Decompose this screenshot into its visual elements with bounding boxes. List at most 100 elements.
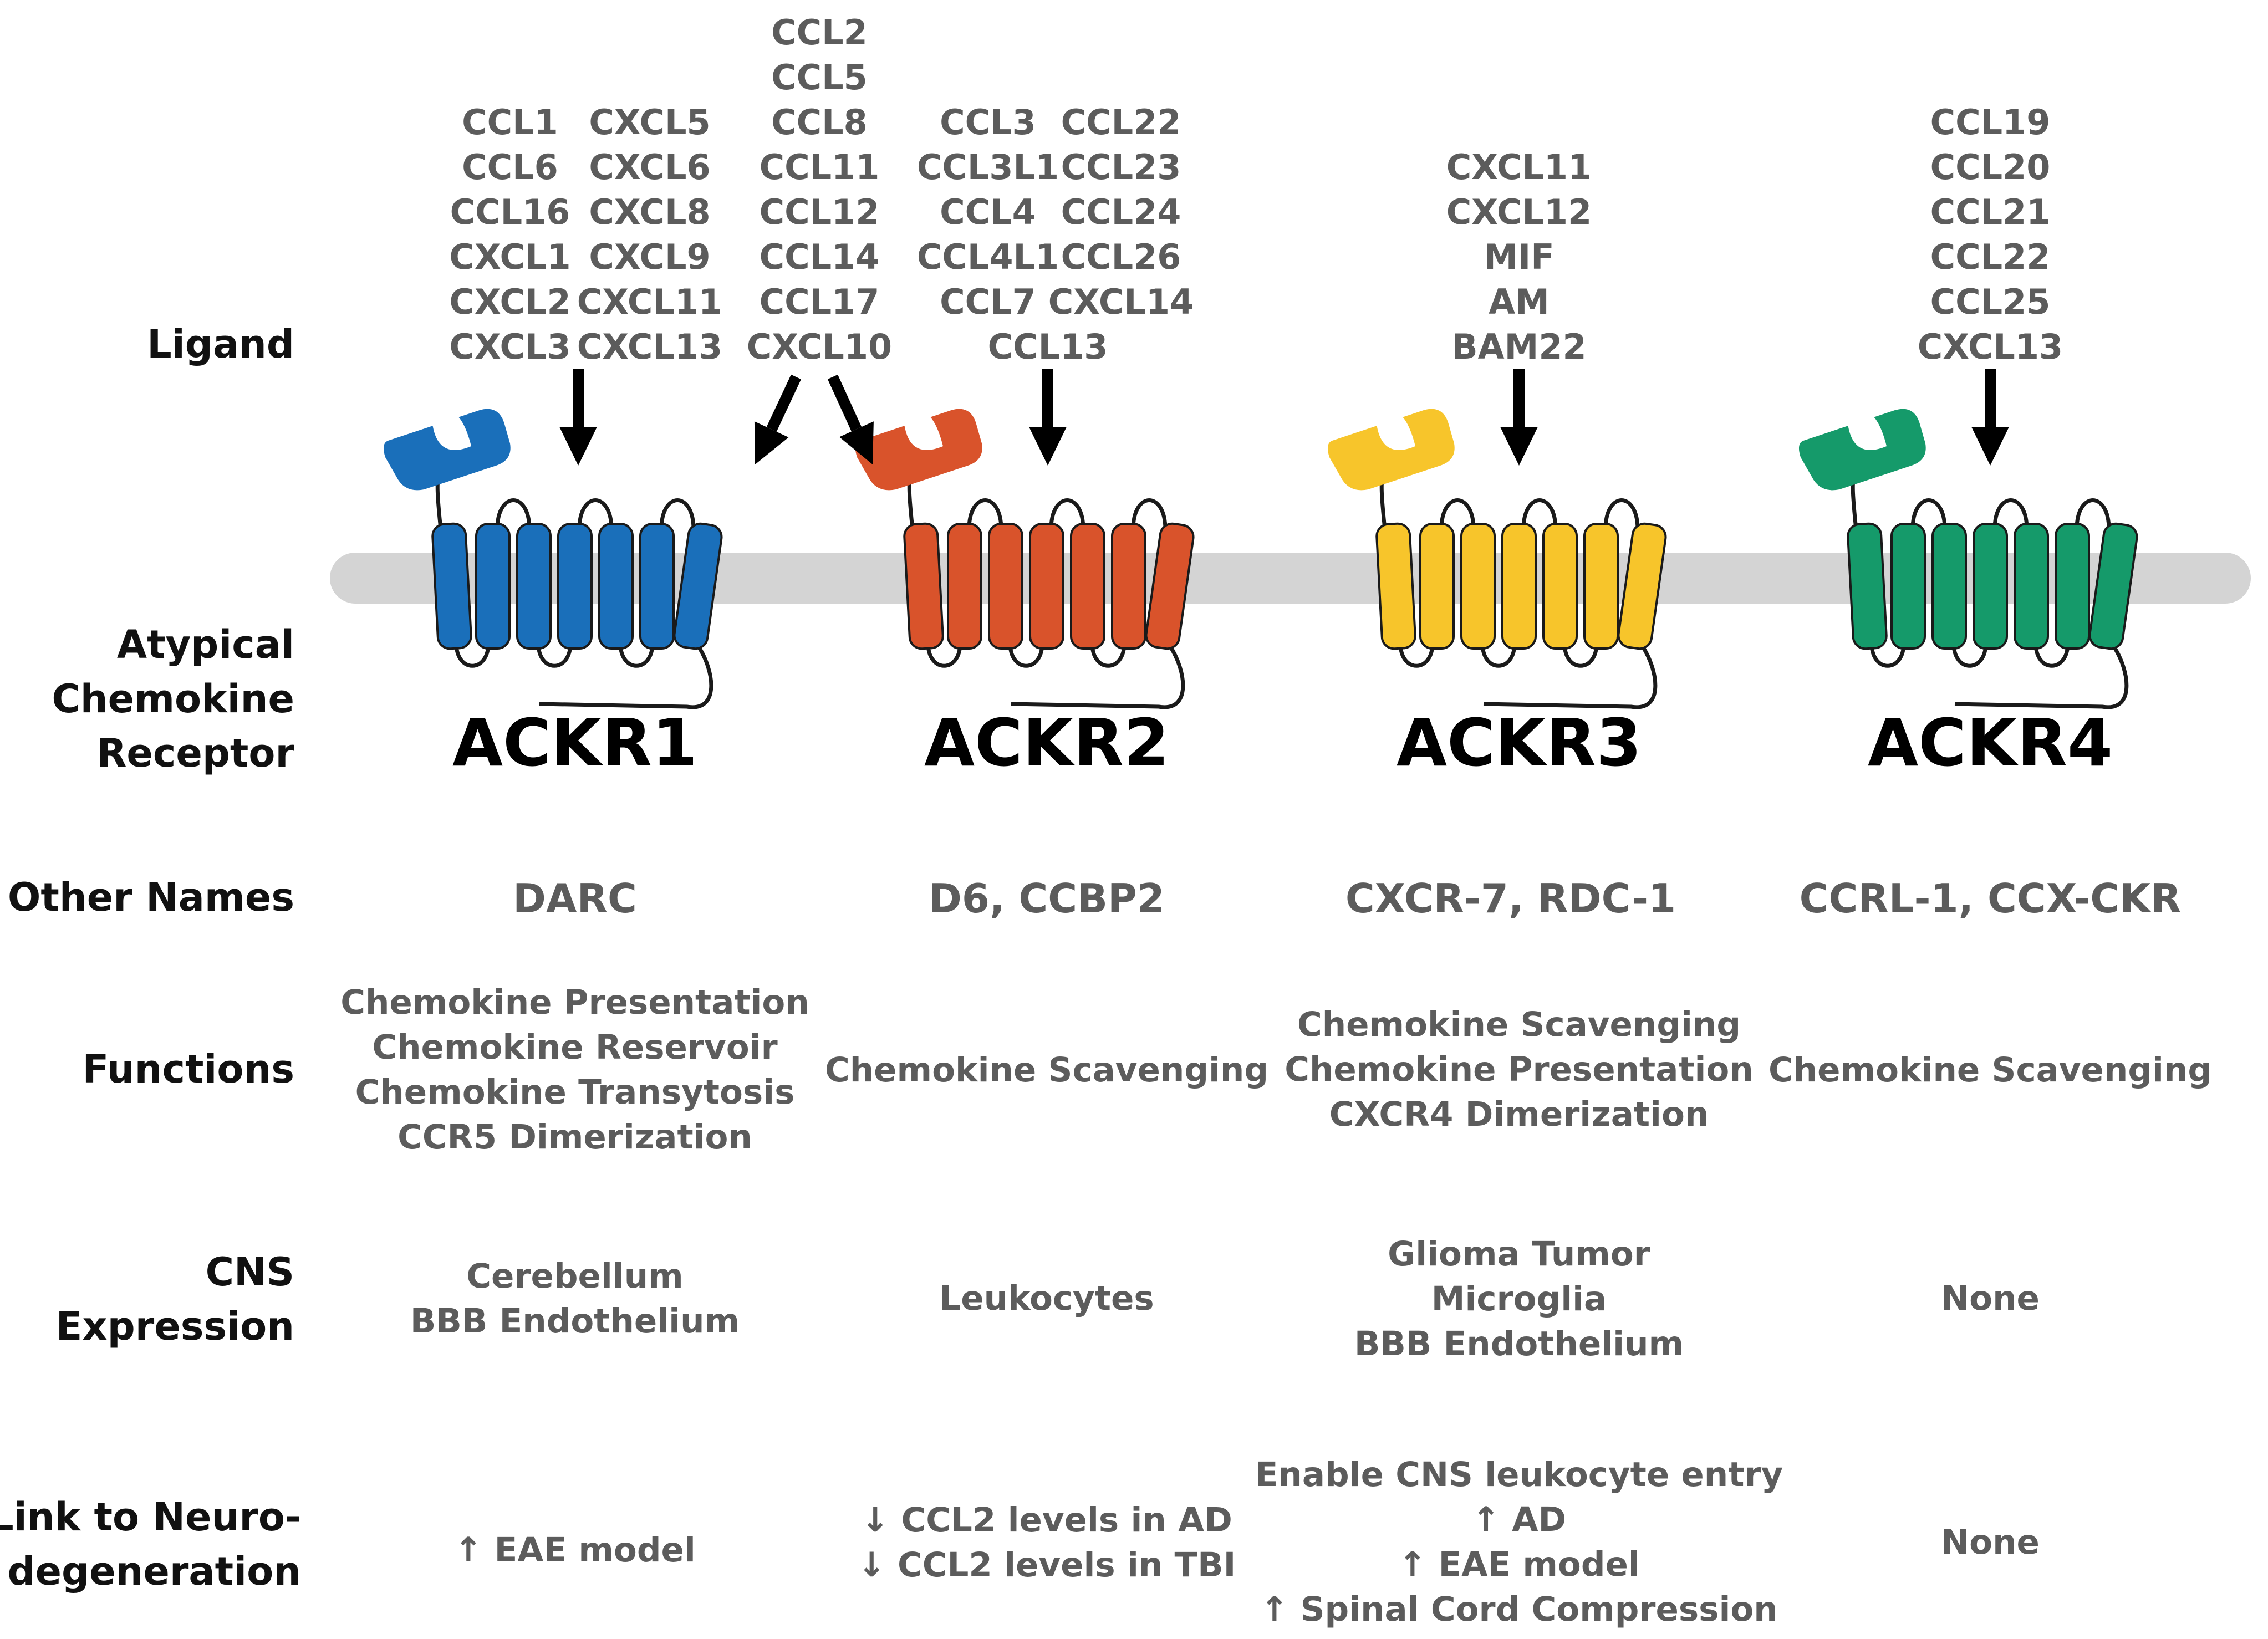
increase-arrow-icon: ↑ — [1260, 1590, 1289, 1629]
binding-pocket — [1327, 409, 1455, 491]
transmembrane-helix — [2014, 523, 2049, 650]
ligand-label: CXCL9 — [589, 237, 711, 277]
function-item: Chemokine Scavenging — [1297, 1005, 1741, 1044]
function-item: Chemokine Presentation — [1285, 1050, 1754, 1089]
functions-ackr4: Chemokine Scavenging — [1768, 1048, 2212, 1092]
ligand-label: CXCL10 — [746, 326, 893, 367]
transmembrane-helix — [1847, 522, 1888, 650]
ligand-arrow — [1500, 369, 1538, 466]
binding-pocket-notch — [1848, 416, 1887, 450]
ligand-label: CCL23 — [1061, 147, 1181, 187]
ackr1-ligand-column-1: CCL1 CCL6 CCL16 CXCL1 CXCL2 CXCL3 — [449, 100, 570, 369]
transmembrane-helix — [1070, 523, 1105, 650]
transmembrane-helix — [1617, 522, 1667, 650]
row-label-ligand: Ligand — [147, 317, 294, 371]
ligand-label: CXCL11 — [1446, 147, 1592, 187]
link-item: Enable CNS leukocyte entry — [1255, 1452, 1783, 1497]
ligand-label: CCL22 — [1930, 237, 2051, 277]
function-item: Chemokine Transytosis — [355, 1073, 795, 1112]
increase-arrow-icon: ↑ — [1398, 1545, 1427, 1584]
receptor-name-ackr2: ACKR2 — [924, 704, 1170, 781]
ligand-label: CXCL11 — [577, 282, 723, 322]
ligand-label: CCL5 — [771, 57, 868, 98]
ligand-label: CCL24 — [1061, 192, 1181, 232]
transmembrane-helix — [598, 523, 634, 650]
ligand-label: CCL17 — [759, 282, 880, 322]
ligand-label: CXCL13 — [1917, 326, 2063, 367]
transmembrane-helix — [557, 523, 593, 650]
transmembrane-helix — [903, 522, 944, 650]
ligand-label: CCL11 — [759, 147, 880, 187]
row-label-receptor-line1: Atypical — [116, 622, 294, 667]
function-item: Chemokine Presentation — [340, 983, 809, 1022]
transmembrane-helix — [988, 523, 1023, 650]
transmembrane-helix — [639, 523, 675, 650]
transmembrane-helix — [475, 523, 511, 650]
arrows-layer — [559, 369, 2009, 466]
link-text: AD — [1512, 1500, 1567, 1539]
ligand-label: CXCL13 — [577, 326, 723, 367]
link-item: ↑ Spinal Cord Compression — [1255, 1587, 1783, 1632]
ligand-label: AM — [1489, 282, 1550, 322]
link-item: ↑ EAE model — [454, 1528, 696, 1572]
other-names-ackr2: D6, CCBP2 — [929, 875, 1165, 922]
binding-pocket — [855, 409, 982, 491]
arrow-head — [1500, 427, 1538, 466]
ligand-label: CCL8 — [771, 102, 868, 142]
binding-pocket — [1798, 409, 1926, 491]
row-label-receptor-line3: Receptor — [96, 731, 294, 776]
other-names-ackr4: CCRL-1, CCX-CKR — [1799, 875, 2182, 922]
receptor-name-ackr4: ACKR4 — [1867, 704, 2113, 781]
ligand-label: CCL6 — [462, 147, 558, 187]
ligand-label: CCL3L1 — [916, 147, 1059, 187]
other-names-ackr1: DARC — [513, 875, 637, 922]
increase-arrow-icon: ↑ — [454, 1530, 483, 1570]
row-label-receptor-line2: Chemokine — [52, 676, 294, 722]
cns-ackr3: Glioma Tumor Microglia BBB Endothelium — [1354, 1232, 1684, 1366]
cns-item: BBB Endothelium — [1354, 1324, 1684, 1364]
cns-ackr1: Cerebellum BBB Endothelium — [410, 1254, 740, 1344]
row-label-cns-line1: CNS — [205, 1249, 294, 1295]
ligand-label: CXCL1 — [449, 237, 571, 277]
receptor-loops — [1851, 462, 2129, 709]
arrow-shaft — [766, 374, 802, 432]
ligand-arrow — [1971, 369, 2009, 466]
ligand-label: CCL3 — [940, 102, 1036, 142]
link-text: Enable CNS leukocyte entry — [1255, 1455, 1783, 1494]
row-label-cns-line2: Expression — [55, 1304, 294, 1349]
ligand-label: CXCL12 — [1446, 192, 1592, 232]
ligand-label: CCL4 — [940, 192, 1036, 232]
increase-arrow-icon: ↑ — [1471, 1500, 1501, 1539]
arrow-head — [559, 427, 597, 466]
receptor-loops — [1379, 462, 1658, 709]
ligand-label: BAM22 — [1451, 326, 1587, 367]
ligand-label: CCL4L1 — [916, 237, 1059, 277]
cns-item: Leukocytes — [939, 1279, 1154, 1318]
row-label-functions-text: Functions — [82, 1046, 294, 1092]
ackr1-ligand-column-2: CXCL5 CXCL6 CXCL8 CXCL9 CXCL11 CXCL13 — [577, 100, 722, 369]
shared-ligand-column: CCL2 CCL5 CCL8 CCL11 CCL12 CCL14 CCL17 C… — [747, 10, 892, 369]
decrease-arrow-icon: ↓ — [857, 1545, 886, 1585]
transmembrane-helix — [1460, 523, 1496, 650]
ligand-label: CXCL5 — [589, 102, 711, 142]
receptor-ackr4 — [1798, 409, 2138, 709]
transmembrane-helix — [673, 522, 723, 650]
receptor-ackr2 — [855, 409, 1195, 709]
cns-ackr2: Leukocytes — [939, 1276, 1154, 1321]
receptor-name-ackr3: ACKR3 — [1396, 704, 1642, 781]
ligand-label: CCL16 — [450, 192, 570, 232]
transmembrane-helix — [2055, 523, 2090, 650]
row-label-other-names-text: Other Names — [7, 875, 294, 920]
receptors-layer — [383, 409, 2138, 709]
receptor-loops — [435, 462, 713, 709]
binding-pocket-notch — [432, 416, 471, 450]
receptor-name-ackr1: ACKR1 — [452, 704, 698, 781]
binding-pocket — [383, 409, 511, 491]
binding-pocket-notch — [904, 416, 943, 450]
transmembrane-helix — [1111, 523, 1146, 650]
function-item: Chemokine Scavenging — [824, 1050, 1269, 1090]
transmembrane-helix — [1542, 523, 1578, 650]
link-ackr1: ↑ EAE model — [454, 1528, 696, 1572]
transmembrane-helix — [947, 523, 982, 650]
ligand-label: CCL21 — [1930, 192, 2051, 232]
